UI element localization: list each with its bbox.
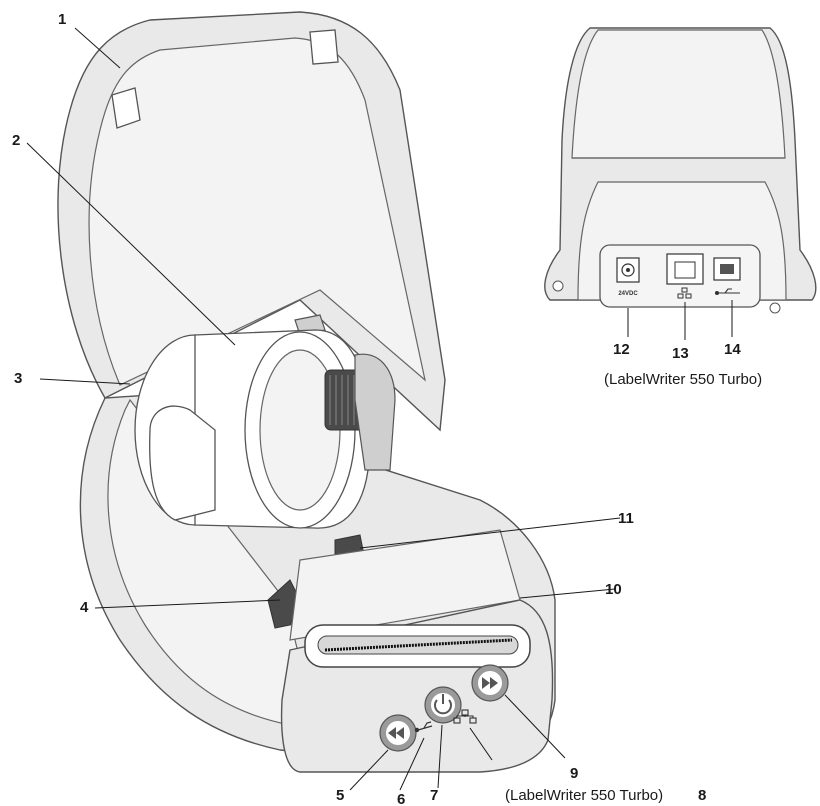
printer-front-view	[57, 11, 556, 773]
callout-6: 6	[397, 791, 405, 806]
label-spool	[134, 329, 396, 529]
callout-10: 10	[605, 581, 622, 598]
label-exit-slot	[304, 624, 531, 668]
callout-14: 14	[724, 341, 741, 358]
lid-hinge-right	[309, 29, 339, 65]
back-lid	[571, 29, 786, 159]
callout-8: 8	[698, 787, 706, 804]
callout-11: 11	[618, 510, 634, 527]
usb-status-icon	[414, 721, 433, 733]
callout-4: 4	[80, 599, 89, 616]
callout-1: 1	[58, 11, 66, 28]
lid-inner-panel	[88, 37, 426, 386]
power-port	[616, 257, 640, 283]
callout-9: 9	[570, 765, 578, 782]
printer-back-view: 24VDC	[544, 27, 817, 314]
network-icon	[677, 287, 692, 299]
rewind-icon	[388, 727, 404, 739]
form-feed-icon	[482, 677, 498, 689]
spool-guide	[149, 405, 216, 521]
rewind-button[interactable]	[379, 714, 417, 752]
back-foot-left	[552, 280, 564, 292]
network-status-icon	[453, 709, 477, 724]
lid-handle	[111, 87, 141, 129]
spool-holder-right	[354, 353, 396, 471]
form-feed-button[interactable]	[471, 664, 509, 702]
ethernet-port	[666, 253, 704, 285]
back-turbo-note: (LabelWriter 550 Turbo)	[604, 371, 762, 388]
back-foot-right	[769, 302, 781, 314]
callout-2: 2	[12, 132, 20, 149]
callouts: 1 2 3 4 5 6 7 8 9 10 11 12 13 14	[12, 11, 741, 806]
callout-7: 7	[430, 787, 438, 804]
leader-lines	[26, 27, 733, 791]
callout-5: 5	[336, 787, 344, 804]
callout-3: 3	[14, 370, 22, 387]
usb-port	[713, 257, 741, 281]
power-icon	[434, 694, 452, 715]
callout-13: 13	[672, 345, 689, 362]
callout-12: 12	[613, 341, 630, 358]
power-port-label: 24VDC	[618, 291, 638, 297]
power-button[interactable]	[424, 686, 462, 724]
usb-icon	[714, 288, 740, 296]
front-turbo-note: (LabelWriter 550 Turbo)	[505, 787, 663, 804]
